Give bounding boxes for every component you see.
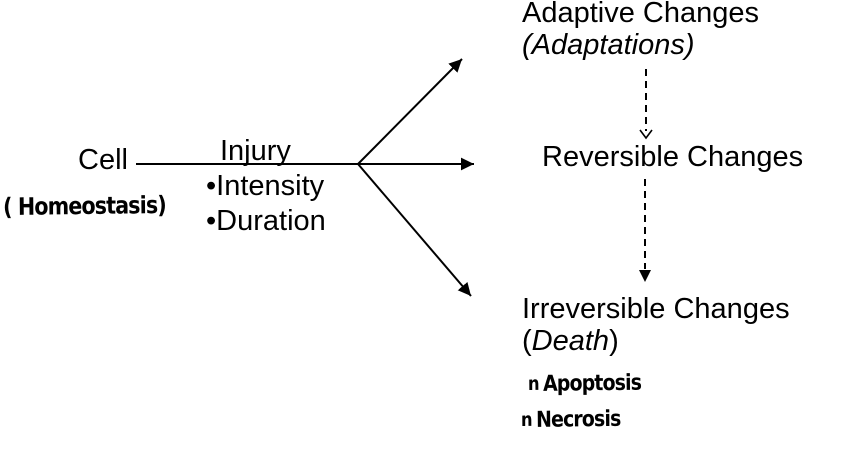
death-word: Death bbox=[531, 325, 610, 357]
injury-block: Injury •Intensity •Duration bbox=[206, 134, 326, 239]
adaptive-changes-title: Adaptive Changes bbox=[522, 0, 759, 29]
apoptosis-bullet: n bbox=[527, 372, 539, 395]
death-paren-close: ) bbox=[609, 325, 619, 357]
dashed-arrow-open-head bbox=[639, 129, 653, 140]
irreversible-changes-title: Irreversible Changes bbox=[522, 293, 790, 325]
branch-arrow-irreversible bbox=[357, 163, 472, 297]
cell-label: Cell bbox=[78, 144, 128, 176]
death-subtitle: (Death) bbox=[522, 325, 790, 357]
irreversible-changes-block: Irreversible Changes (Death) bbox=[522, 293, 790, 357]
apoptosis-label: Apoptosis bbox=[542, 370, 642, 397]
necrosis-bullet: n bbox=[520, 408, 532, 431]
death-paren-open: ( bbox=[522, 325, 532, 357]
adaptations-subtitle: (Adaptations) bbox=[522, 29, 695, 61]
necrosis-label: Necrosis bbox=[535, 406, 621, 433]
adaptive-changes-block: Adaptive Changes (Adaptations) bbox=[522, 0, 759, 61]
branch-arrow-adaptive bbox=[357, 58, 463, 165]
reversible-changes-title: Reversible Changes bbox=[542, 141, 804, 173]
injury-label: Injury bbox=[220, 135, 291, 167]
homeostasis-note: ( Homeostasis) bbox=[2, 191, 166, 221]
injury-bullet-intensity: •Intensity bbox=[206, 170, 325, 202]
injury-bullet-duration: •Duration bbox=[206, 205, 326, 237]
dashed-arrow-filled-head bbox=[639, 270, 651, 282]
